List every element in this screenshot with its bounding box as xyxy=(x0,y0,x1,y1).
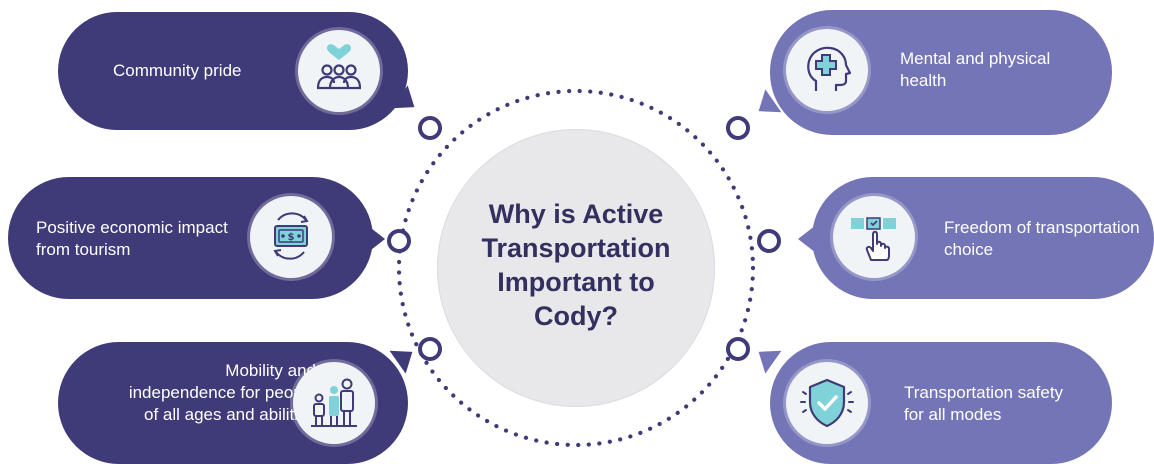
icon-circle xyxy=(833,196,915,278)
head-medical-cross-icon xyxy=(807,46,852,91)
center-title: Why is Active Transportation Important t… xyxy=(481,199,671,331)
shield-check-icon xyxy=(800,378,854,428)
money-cycle-icon: $ xyxy=(273,212,309,260)
pill-tail xyxy=(367,225,385,253)
pill-label-health: Mental and physical health xyxy=(900,49,1051,90)
center-circle: Why is Active Transportation Important t… xyxy=(437,129,715,407)
pill-label-community: Community pride xyxy=(113,61,242,80)
ring-node-top-right xyxy=(726,116,750,140)
community-heart-icon xyxy=(316,44,362,90)
icon-circle: $ xyxy=(250,196,332,278)
hand-select-icon xyxy=(851,217,896,261)
pill-label-economic: Positive economic impact from tourism xyxy=(36,218,228,259)
pill-tail xyxy=(798,225,816,253)
ring-node-mid-right xyxy=(757,229,781,253)
pill-label-safety: Transportation safety for all modes xyxy=(904,383,1064,424)
pill-label-choice: Freedom of transportation choice xyxy=(944,218,1140,259)
pill-label-mobility: Mobility and independence for people of … xyxy=(128,361,316,424)
icon-circle xyxy=(293,362,375,444)
svg-text:$: $ xyxy=(288,232,295,243)
ring-node-bottom-left xyxy=(418,337,442,361)
icon-circle xyxy=(298,30,380,112)
pill-mobility: Mobility and independence for people of … xyxy=(58,342,408,464)
icon-circle xyxy=(786,362,868,444)
ring-node-mid-left xyxy=(387,229,411,253)
family-icon xyxy=(311,378,357,427)
ring-node-top-left xyxy=(418,116,442,140)
ring-node-bottom-right xyxy=(726,337,750,361)
icon-circle xyxy=(786,29,868,111)
